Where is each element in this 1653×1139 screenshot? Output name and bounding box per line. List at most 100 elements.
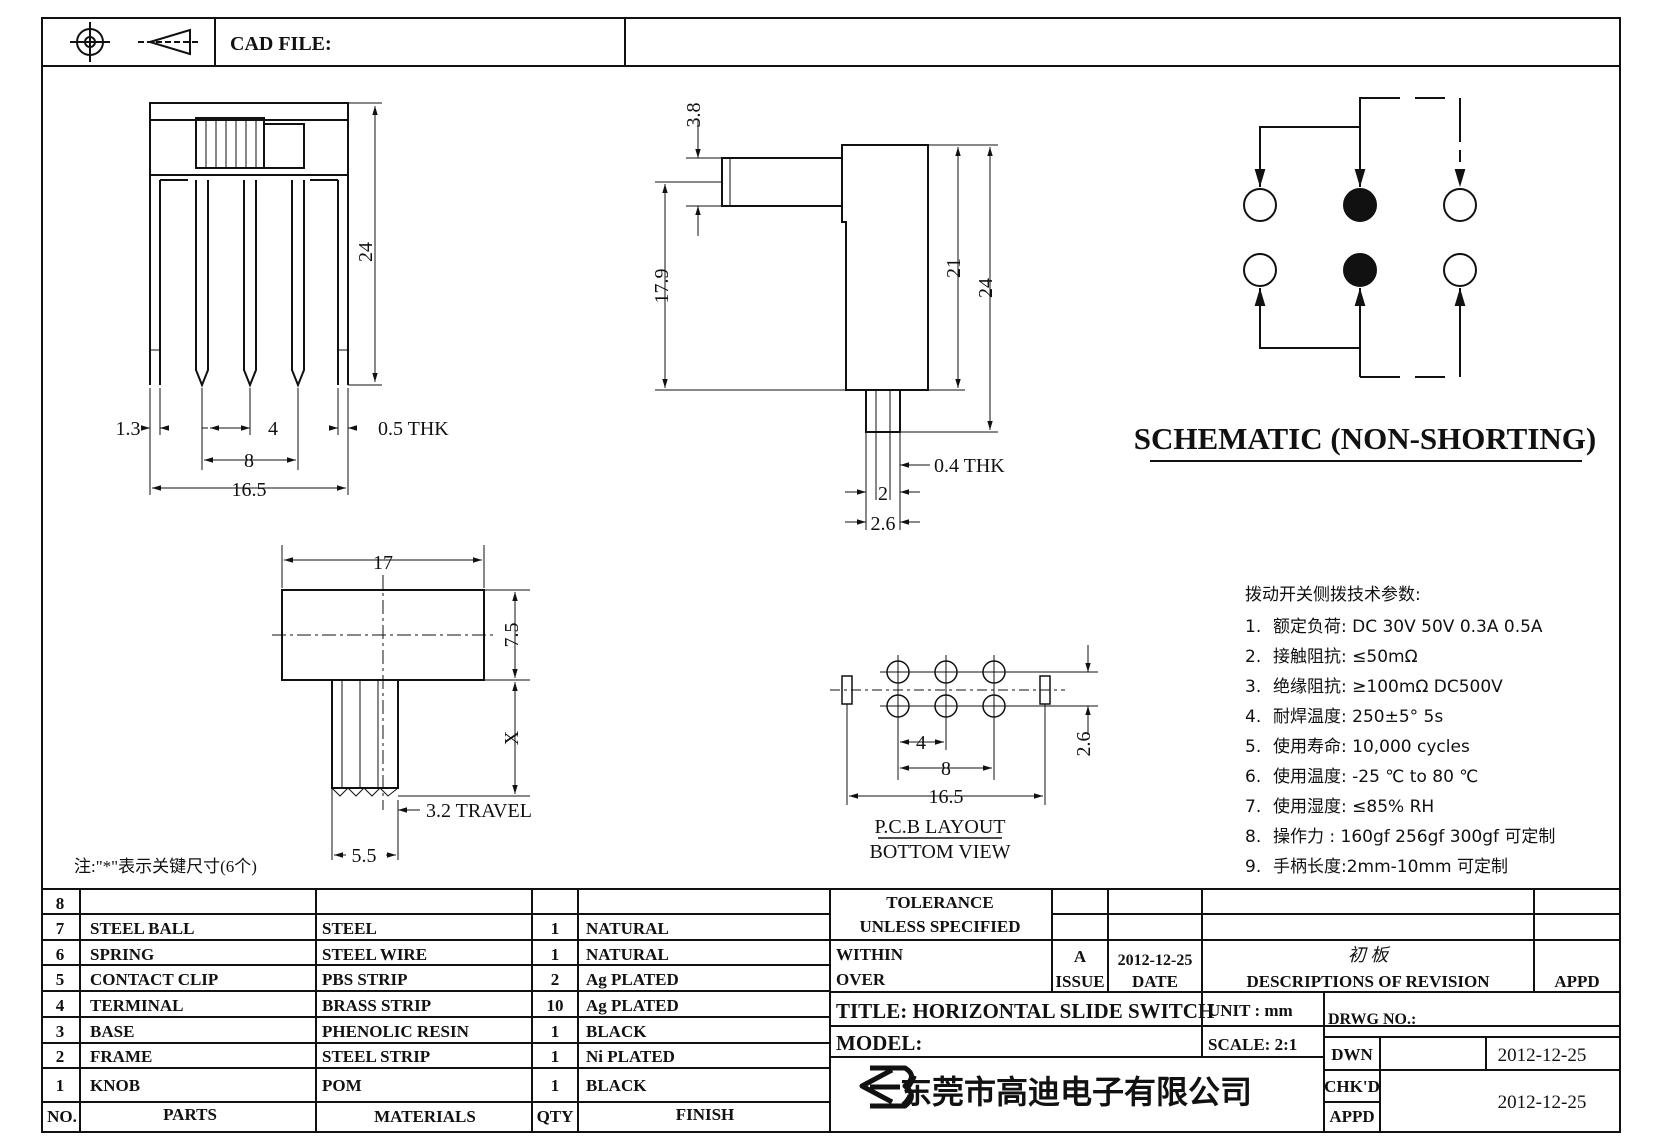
bom-cell-finish: BLACK: [586, 1076, 647, 1095]
issue-date: 2012-12-25: [1118, 952, 1193, 969]
bom-row: 4 TERMINAL BRASS STRIP 10 Ag PLATED: [56, 996, 679, 1015]
param-text: 绝缘阻抗: ≥100mΩ DC500V: [1273, 677, 1503, 697]
drawing-title: TITLE: HORIZONTAL SLIDE SWITCH: [836, 999, 1214, 1023]
bom-header-no: NO.: [47, 1107, 77, 1126]
pcb-caption-2: BOTTOM VIEW: [870, 841, 1011, 863]
unit-label: UNIT : mm: [1208, 1001, 1293, 1020]
dim-front-span: 8: [244, 450, 254, 472]
bom-cell-no: 8: [56, 894, 65, 913]
bom-row: 2 FRAME STEEL STRIP 1 Ni PLATED: [56, 1047, 675, 1066]
param-text: 操作力 : 160gf 256gf 300gf 可定制: [1273, 827, 1556, 847]
list-item: 3. 绝缘阻抗: ≥100mΩ DC500V: [1245, 672, 1645, 702]
tech-params-title: 拨动开关侧拨技术参数:: [1245, 585, 1421, 605]
bom-cell-no: 5: [56, 970, 65, 989]
dim-side-knob-position: 17.9: [651, 269, 673, 304]
param-text: 使用寿命: 10,000 cycles: [1273, 737, 1470, 757]
cad-label: CAD FILE:: [230, 33, 332, 55]
check-date: 2012-12-25: [1498, 1092, 1587, 1113]
revision-note: 初 板: [1348, 945, 1391, 965]
tolerance-unless-label: UNLESS SPECIFIED: [859, 917, 1020, 936]
dim-top-knob-length: X: [501, 730, 523, 745]
bom-row: 5 CONTACT CLIP PBS STRIP 2 Ag PLATED: [56, 970, 679, 989]
bom-cell-finish: Ag PLATED: [586, 970, 679, 989]
dim-top-travel: 3.2 TRAVEL: [426, 800, 532, 822]
list-item: 5.使用寿命: 10,000 cycles: [1245, 732, 1645, 762]
param-text: 耐焊温度: 250±5° 5s: [1273, 707, 1444, 727]
dim-pcb-row-gap: 2.6: [1073, 732, 1095, 757]
param-text: 额定负荷: DC 30V 50V 0.3A 0.5A: [1273, 617, 1543, 637]
dim-front-pitch: 4: [268, 418, 278, 440]
bom-grid: [42, 888, 1620, 1132]
third-angle-cone-icon: [138, 28, 198, 56]
bom-cell-no: 3: [56, 1022, 65, 1041]
bom-cell-finish: Ni PLATED: [586, 1047, 675, 1066]
key-dimension-note: 注:"*"表示关键尺寸(6个): [74, 857, 257, 876]
gd-logo-icon: [859, 1065, 914, 1109]
bom-cell-material: PHENOLIC RESIN: [322, 1022, 470, 1041]
dim-side-pin-gap: 2: [878, 483, 888, 505]
tech-params-panel: 拨动开关侧拨技术参数: 1. 额定负荷: DC 30V 50V 0.3A 0.5A…: [1245, 580, 1645, 882]
appd-label: APPD: [1554, 972, 1599, 991]
bom-cell-no: 7: [56, 919, 65, 938]
bom-header-finish: FINISH: [676, 1105, 735, 1124]
bom-cell-part: STEEL BALL: [90, 919, 194, 938]
param-no: 1.: [1245, 617, 1262, 637]
schematic-caption: SCHEMATIC (NON-SHORTING): [1134, 421, 1597, 456]
bom-header-parts: PARTS: [163, 1105, 217, 1124]
dim-front-overall: 16.5: [232, 479, 267, 501]
bom-cell-finish: BLACK: [586, 1022, 647, 1041]
bom-row: 7 STEEL BALL STEEL 1 NATURAL: [56, 919, 669, 938]
dwn-label: DWN: [1331, 1045, 1373, 1064]
param-text: 使用温度: -25 ℃ to 80 ℃: [1273, 767, 1479, 787]
header-block: CAD FILE:: [42, 18, 1620, 67]
company-name: 东莞市高迪电子有限公司: [900, 1074, 1252, 1110]
param-no: 6.: [1245, 767, 1262, 787]
param-no: 3.: [1245, 677, 1262, 697]
bom-cell-material: STEEL WIRE: [322, 945, 427, 964]
pcb-layout: [830, 645, 1098, 839]
dim-side-body: 21: [943, 258, 965, 278]
bom-row: 6 SPRING STEEL WIRE 1 NATURAL: [56, 945, 669, 964]
dim-front-pin-width: 1.3: [116, 418, 141, 440]
model-label: MODEL:: [836, 1031, 922, 1055]
bom-cell-part: CONTACT CLIP: [90, 970, 218, 989]
dim-side-overall: 24: [975, 278, 997, 298]
dim-pcb-pitch: 4: [916, 732, 926, 754]
dim-side-knob-height: 3.8: [683, 103, 705, 128]
dim-top-width: 7.5: [501, 623, 523, 648]
param-text: 手柄长度:2mm-10mm 可定制: [1273, 857, 1508, 877]
list-item: 1. 额定负荷: DC 30V 50V 0.3A 0.5A: [1245, 612, 1645, 642]
bom-cell-finish: NATURAL: [586, 945, 669, 964]
bom-cell-material: POM: [322, 1076, 362, 1095]
crosshair-circle-icon: [70, 22, 110, 62]
bom-cell-qty: 1: [551, 1022, 560, 1041]
approved-label: APPD: [1329, 1107, 1374, 1126]
bom-header-qty: QTY: [537, 1107, 574, 1126]
param-no: 8.: [1245, 827, 1262, 847]
param-no: 4.: [1245, 707, 1262, 727]
dim-top-knob-width: 5.5: [352, 845, 377, 867]
title-grid: [830, 889, 1620, 1132]
bom-cell-qty: 10: [547, 996, 564, 1015]
list-item: 9.手柄长度:2mm-10mm 可定制: [1245, 852, 1645, 882]
param-text: 接触阻抗: ≤50mΩ: [1273, 647, 1418, 667]
dim-front-thickness: 0.5 THK: [378, 418, 449, 440]
list-item: 8. 操作力 : 160gf 256gf 300gf 可定制: [1245, 822, 1645, 852]
dim-side-pin-span: 2.6: [871, 513, 896, 535]
bom-cell-no: 4: [56, 996, 65, 1015]
checked-label: CHK'D: [1324, 1077, 1380, 1096]
description-of-revision-label: DESCRIPTIONS OF REVISION: [1246, 972, 1490, 991]
bom-cell-qty: 1: [551, 945, 560, 964]
bom-cell-material: STEEL STRIP: [322, 1047, 430, 1066]
bom-cell-part: FRAME: [90, 1047, 152, 1066]
param-no: 7.: [1245, 797, 1262, 817]
bom-cell-qty: 1: [551, 1047, 560, 1066]
bom-cell-part: KNOB: [90, 1076, 140, 1095]
dim-top-length: 17: [373, 552, 393, 574]
list-item: 4. 耐焊温度: 250±5° 5s: [1245, 702, 1645, 732]
tolerance-label: TOLERANCE: [886, 893, 993, 912]
bom-cell-qty: 1: [551, 1076, 560, 1095]
date-label: DATE: [1132, 972, 1178, 991]
param-no: 2.: [1245, 647, 1262, 667]
bom-header-materials: MATERIALS: [374, 1107, 476, 1126]
